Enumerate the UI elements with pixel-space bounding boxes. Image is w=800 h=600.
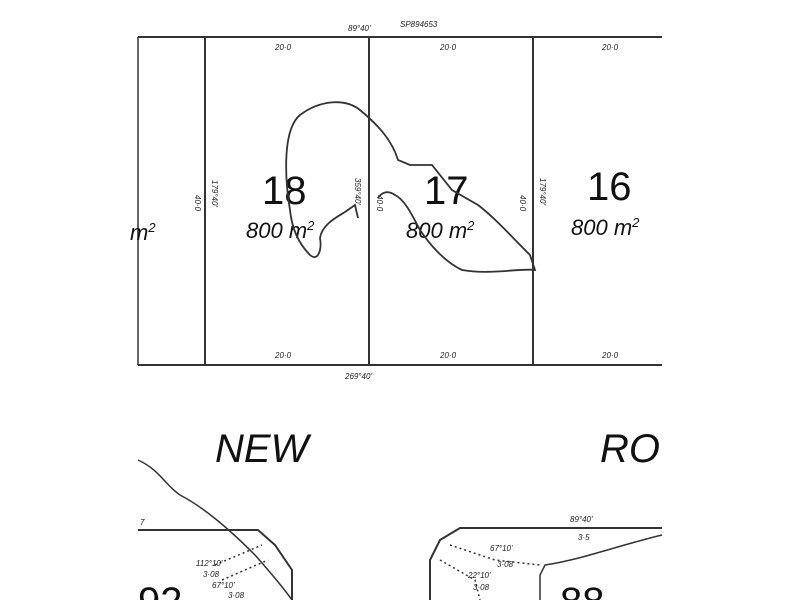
lot-18-side-bearing-left: 179°40' [210,180,219,207]
top-bearing-label: 89°40' [348,24,371,33]
road-edge-curve [137,459,293,600]
lot-18-frontage-bottom: 20·0 [274,351,292,360]
lower-right-length-2: 3·08 [473,583,490,592]
lot-16-number: 16 [587,165,632,209]
lower-right-parcel-boundary [429,527,662,600]
lower-right-lot-number: 88 [560,580,605,600]
lot-18-side-bearing-right: 359°40' [353,178,362,205]
truncation-line [214,544,263,566]
lot-18-number: 18 [262,169,307,213]
truncation-line [221,559,269,581]
lower-right-bearing-top: 89°40' [570,515,593,524]
lower-right-length-1: 3·08 [497,560,514,569]
lower-left-bearing-fragment: 7 [140,518,145,527]
plan-reference-label: SP894653 [400,20,438,29]
lower-left-bearing-2: 67°10' [212,581,235,590]
lower-left-length-2: 3·08 [228,591,245,600]
lot-16-side-length-left: 40·0 [518,195,527,212]
lower-left-parcel-boundary [138,529,293,600]
lower-right-bearing-1: 67°10' [490,544,513,553]
lot-16-side-bearing-left: 179°40' [538,178,547,205]
lot-17-frontage-top: 20·0 [439,43,457,52]
truncation-line [449,544,541,566]
road-name-part-2: RO [600,427,660,471]
contour-line [285,101,537,273]
lower-left-length-1: 3·08 [203,570,220,579]
lot-17-side-length-left: 40·0 [375,195,384,212]
lot-18-frontage-top: 20·0 [274,43,292,52]
truncation-line [439,559,481,600]
partial-lot-area-left: m2 [130,220,156,245]
lot-17-number: 17 [424,169,469,213]
lot-17-frontage-bottom: 20·0 [439,351,457,360]
lot-16-frontage-bottom: 20·0 [601,351,619,360]
lower-right-bearing-2: 22°10' [467,571,491,580]
lower-left-lot-number: 92 [138,580,183,600]
lot-16-frontage-top: 20·0 [601,43,619,52]
bottom-bearing-label: 269°40' [344,372,372,381]
lower-right-inner-boundary [539,534,663,600]
contour-line [289,203,359,258]
lot-18-area: 800 m2 [246,218,315,243]
lower-left-bearing-1: 112°10' [196,559,223,568]
lot-18-side-length-left: 40·0 [193,195,202,212]
road-name-part-1: NEW [215,427,312,471]
lower-right-length-top: 3·5 [578,533,590,542]
lot-16-area: 800 m2 [571,215,640,240]
